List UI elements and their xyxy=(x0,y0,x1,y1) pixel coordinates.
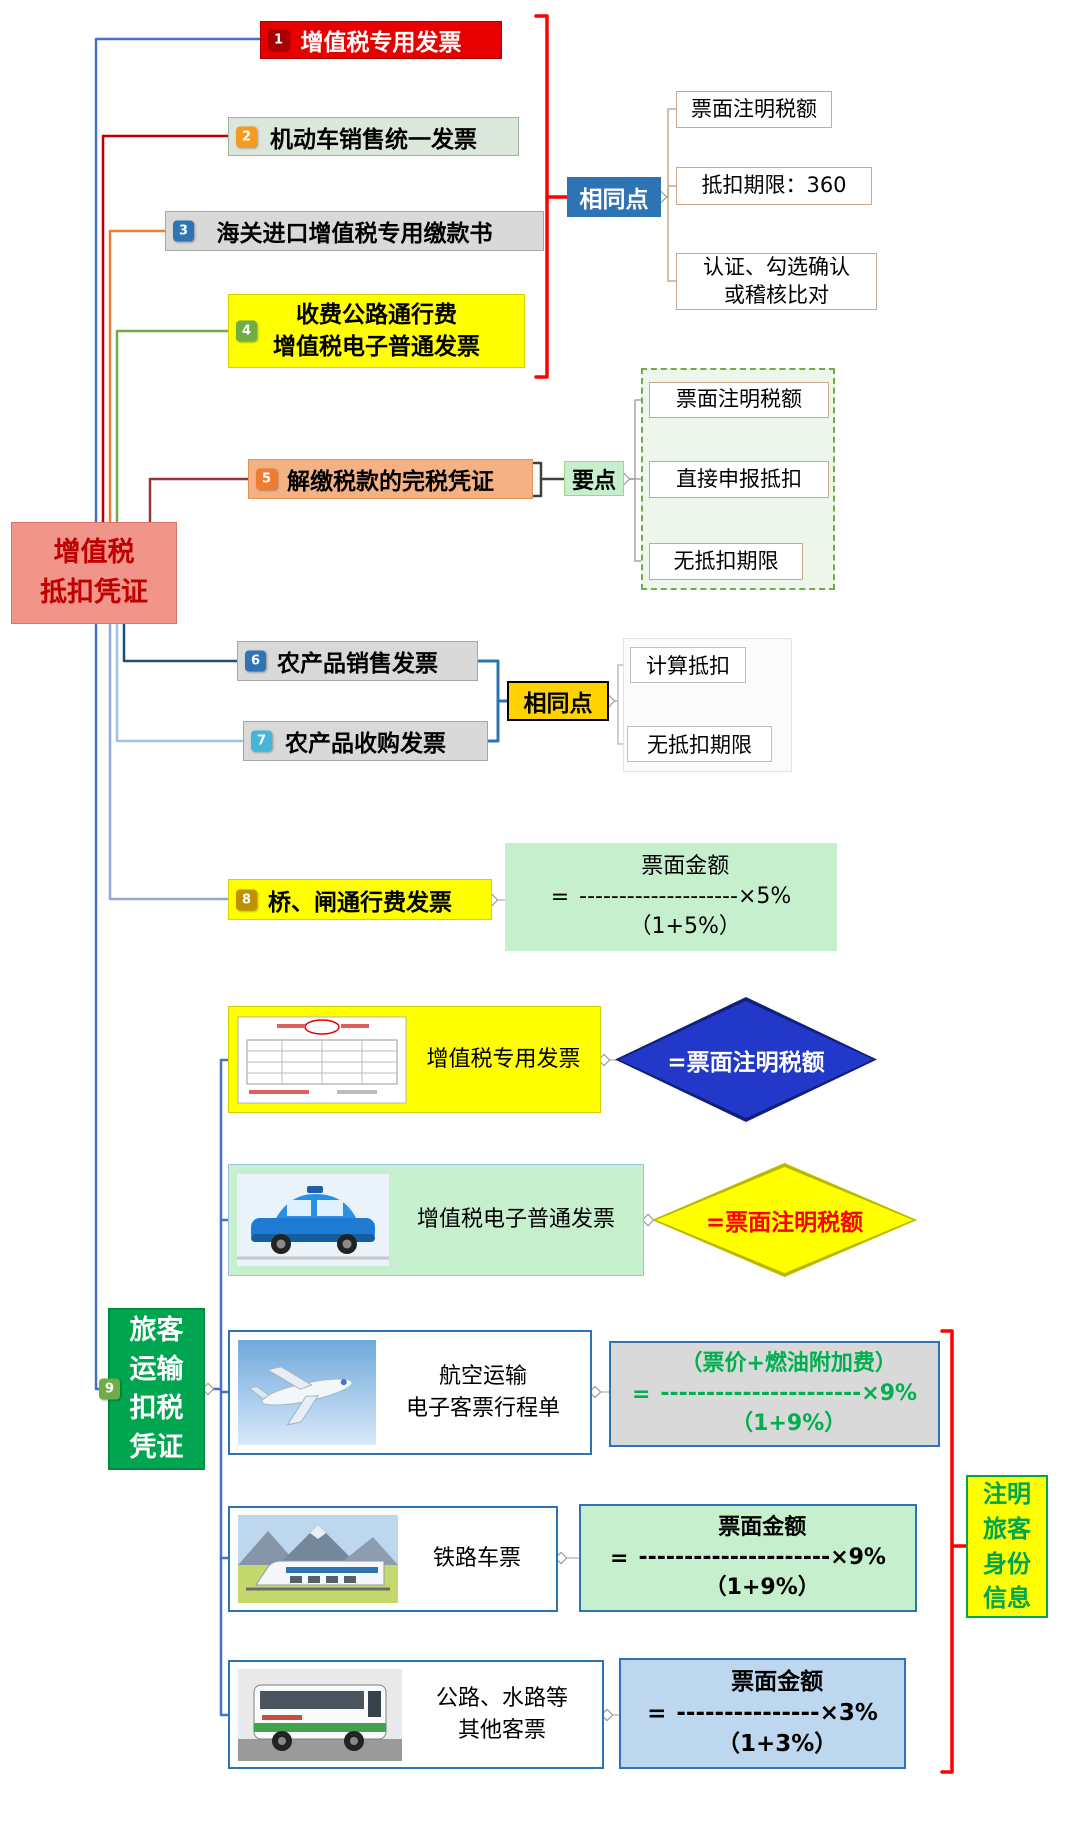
branch-motor-vehicle-invoice: 2 机动车销售统一发票 xyxy=(228,117,519,156)
branch-label: 桥、闸通行费发票 xyxy=(268,889,452,916)
keypoint-tax-noted: 票面注明税额 xyxy=(649,382,829,418)
fraction: 票面金额 ---------------×3% （1+3%） xyxy=(676,1667,878,1760)
passenger-air-box: 航空运输 电子客票行程单 xyxy=(228,1330,592,1455)
branch-label: 解缴税款的完税凭证 xyxy=(287,469,494,495)
branch-number-badge: 3 xyxy=(173,220,194,242)
branch-label: 农产品收购发票 xyxy=(285,731,446,757)
passenger-special-invoice-label: 增值税专用发票 xyxy=(426,1046,581,1072)
same-points-node-2: 相同点 xyxy=(507,681,609,721)
numerator: 票面金额 xyxy=(718,1515,807,1541)
branch-number-badge: 5 xyxy=(256,468,277,490)
denominator: （1+9%） xyxy=(704,1574,820,1600)
root-node-vat-deduction-voucher: 增值税 抵扣凭证 xyxy=(11,522,177,624)
branch-label: 机动车销售统一发票 xyxy=(270,126,477,153)
branch-tax-payment-certificate: 5 解缴税款的完税凭证 xyxy=(248,459,533,499)
branch-number-badge: 9 xyxy=(99,1378,120,1400)
formula-road: = 票面金额 ---------------×3% （1+3%） xyxy=(619,1658,906,1769)
branch-number-badge: 8 xyxy=(236,889,257,910)
rate: ×3% xyxy=(819,1699,878,1726)
fraction: 票面金额 ---------------------×9% （1+9%） xyxy=(638,1513,886,1602)
passenger-road-label: 公路、水路等 其他客票 xyxy=(435,1685,568,1743)
branch-number-badge: 7 xyxy=(251,730,272,752)
keypoint-no-deadline: 无抵扣期限 xyxy=(649,543,803,580)
branch-number-badge: 1 xyxy=(268,29,289,51)
same1-item-tax-noted: 票面注明税额 xyxy=(676,91,832,128)
train-image xyxy=(238,1515,398,1603)
fraction-line: ---------------------- xyxy=(660,1381,862,1407)
rate: ×9% xyxy=(830,1545,886,1571)
branch-customs-payment-certificate: 3 海关进口增值税专用缴款书 xyxy=(165,211,544,251)
branch-number-badge: 2 xyxy=(236,126,257,147)
branch-label: 海关进口增值税专用缴款书 xyxy=(216,221,493,247)
rate: ×5% xyxy=(737,884,792,910)
numerator: （票价+燃油附加费） xyxy=(680,1351,897,1377)
keypoint-direct-declare: 直接申报抵扣 xyxy=(649,461,829,498)
branch-agri-sales-invoice: 6 农产品销售发票 xyxy=(237,641,478,681)
diamond-e-invoice-result: =票面注明税额 xyxy=(652,1163,917,1277)
fraction: （票价+燃油附加费） ----------------------×9% （1+… xyxy=(660,1349,917,1438)
equals-sign: = xyxy=(550,884,570,910)
passenger-air-label: 航空运输 电子客票行程单 xyxy=(405,1363,560,1421)
formula-rail: = 票面金额 ---------------------×9% （1+9%） xyxy=(579,1504,917,1612)
equals-sign: = xyxy=(631,1381,651,1407)
branch-number-badge: 4 xyxy=(236,320,257,342)
same1-item-deduction-period: 抵扣期限：360 xyxy=(676,167,872,205)
branch-toll-road-e-invoice: 4 收费公路通行费 增值税电子普通发票 xyxy=(228,294,525,368)
formula-air: = （票价+燃油附加费） ----------------------×9% （… xyxy=(609,1341,940,1447)
taxi-image xyxy=(237,1174,389,1266)
fraction-line: -------------------- xyxy=(579,884,738,910)
passenger-rail-box: 铁路车票 xyxy=(228,1506,558,1612)
passenger-special-invoice-box: 增值税专用发票 xyxy=(228,1006,601,1113)
same-points-node-1: 相同点 xyxy=(567,177,661,217)
branch-label: 增值税专用发票 xyxy=(300,30,462,56)
passenger-identity-note: 注明 旅客 身份 信息 xyxy=(966,1475,1048,1618)
branch-bridge-gate-toll-invoice: 8 桥、闸通行费发票 xyxy=(228,879,492,920)
equals-sign: = xyxy=(610,1545,629,1571)
fraction-line: --------------- xyxy=(676,1699,820,1726)
fraction-line: --------------------- xyxy=(638,1545,831,1571)
passenger-e-invoice-label: 增值税电子普通发票 xyxy=(416,1207,615,1233)
denominator: （1+9%） xyxy=(731,1410,847,1436)
same1-item-verification: 认证、勾选确认 或稽核比对 xyxy=(676,253,877,310)
branch-special-invoice: 1 增值税专用发票 xyxy=(260,21,502,59)
branch-label: 收费公路通行费 增值税电子普通发票 xyxy=(273,301,480,360)
denominator: （1+5%） xyxy=(629,913,741,939)
numerator: 票面金额 xyxy=(731,1668,824,1695)
airplane-image xyxy=(238,1340,376,1445)
denominator: （1+3%） xyxy=(716,1731,838,1758)
formula-bridge-toll: = 票面金额 --------------------×5% （1+5%） xyxy=(505,843,837,951)
branch-agri-purchase-invoice: 7 农产品收购发票 xyxy=(243,721,488,761)
branch-label: 农产品销售发票 xyxy=(277,651,438,677)
numerator: 票面金额 xyxy=(641,854,730,880)
same2-item-calculated-deduction: 计算抵扣 xyxy=(630,647,746,683)
same2-item-no-deadline: 无抵扣期限 xyxy=(627,726,772,762)
branch-passenger-transport-voucher: 9 旅客 运输 扣税 凭证 xyxy=(99,1308,205,1470)
equals-sign: = xyxy=(647,1700,667,1727)
vat-invoice-image xyxy=(237,1016,407,1103)
diamond-result-label: =票面注明税额 xyxy=(667,1049,825,1076)
fraction: 票面金额 --------------------×5% （1+5%） xyxy=(579,852,791,941)
branch-number-badge: 6 xyxy=(245,650,266,672)
passenger-rail-label: 铁路车票 xyxy=(432,1546,521,1572)
rate: ×9% xyxy=(861,1381,918,1407)
passenger-e-invoice-box: 增值税电子普通发票 xyxy=(228,1164,644,1276)
diamond-result-label: =票面注明税额 xyxy=(705,1210,864,1236)
diamond-special-invoice-result: =票面注明税额 xyxy=(615,997,877,1122)
branch-label: 旅客 运输 扣税 凭证 xyxy=(129,1314,184,1464)
bus-image xyxy=(238,1668,402,1761)
keypoints-node: 要点 xyxy=(564,461,624,496)
passenger-road-box: 公路、水路等 其他客票 xyxy=(228,1660,604,1769)
